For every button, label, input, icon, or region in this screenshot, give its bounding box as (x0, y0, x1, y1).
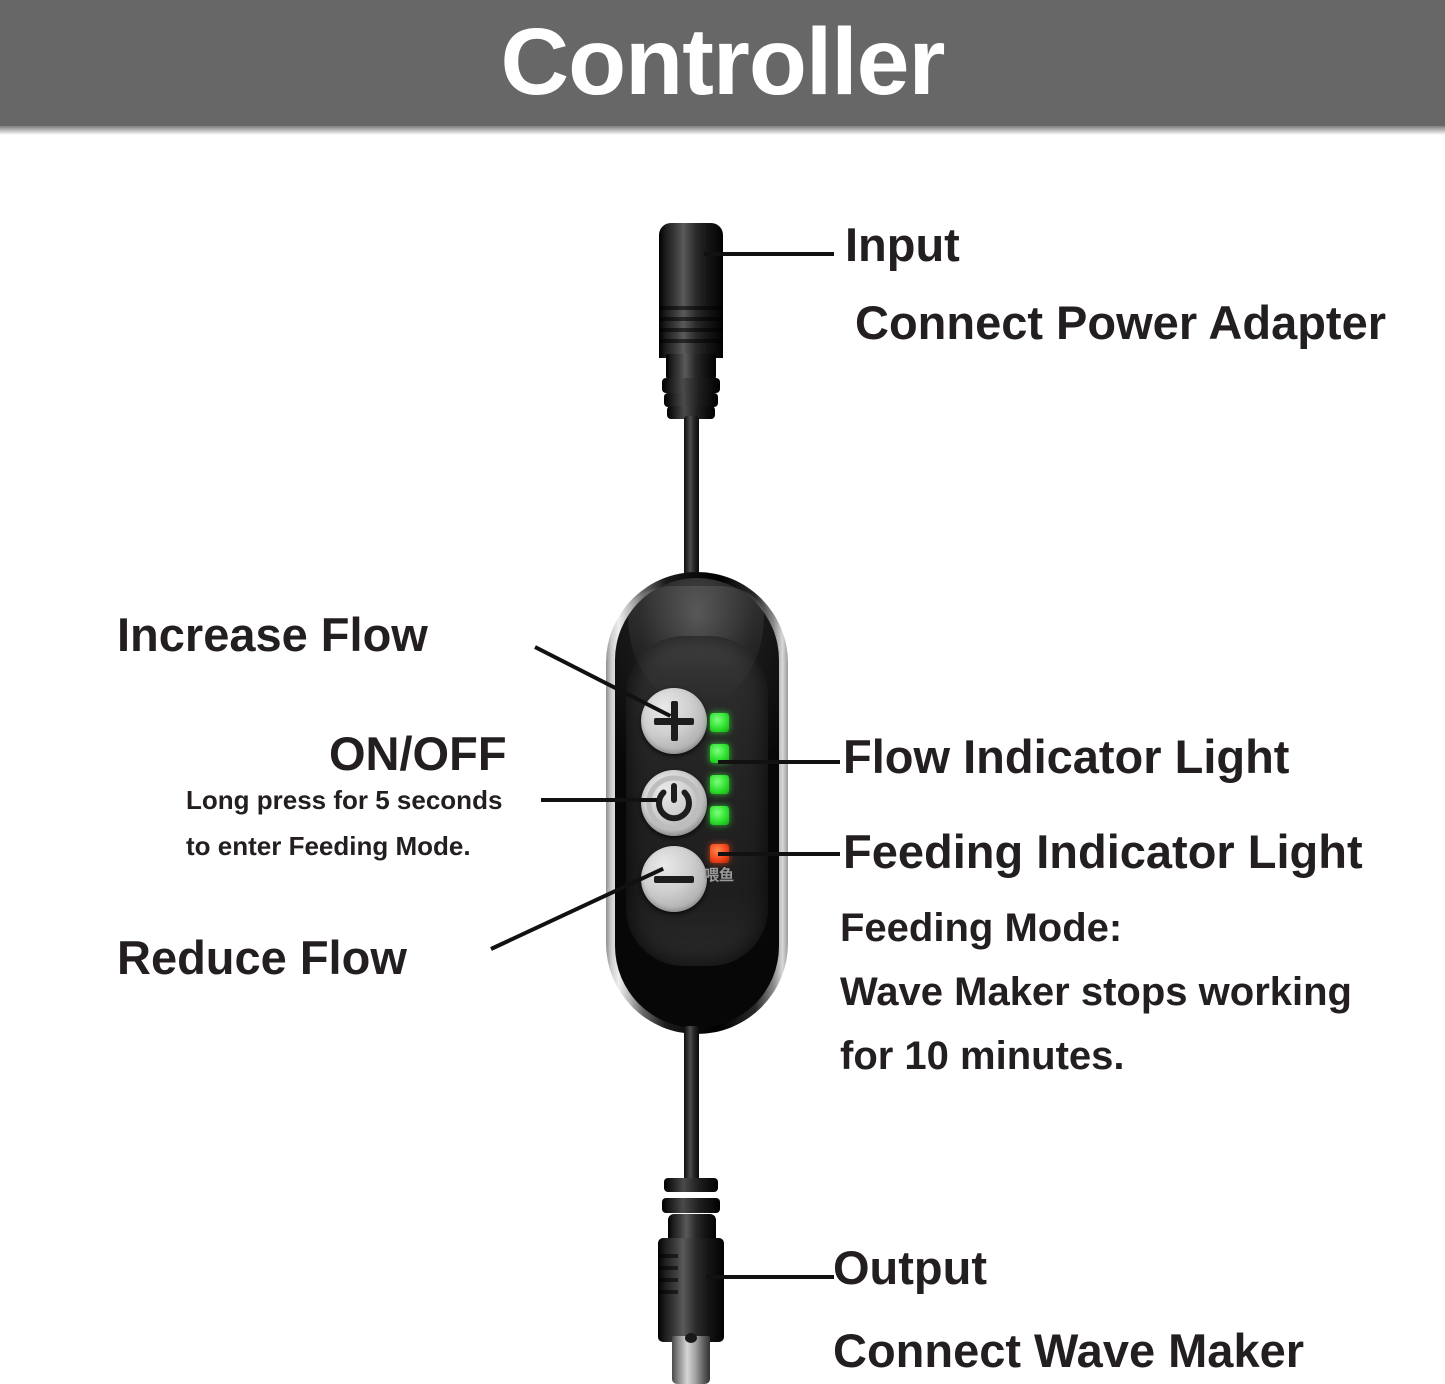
header-banner-shadow (0, 126, 1445, 135)
onoff-note-line-2: to enter Feeding Mode. (186, 831, 471, 861)
input-barrel-taper (666, 354, 716, 382)
feeding-mode-line-2: Wave Maker stops working (840, 970, 1352, 1014)
grip-band (658, 1266, 678, 1270)
page-title: Controller (500, 9, 946, 115)
power-icon (646, 775, 702, 831)
feeding-indicator-leader-line (718, 852, 840, 856)
power-button[interactable] (641, 770, 707, 836)
flow-led (710, 744, 729, 763)
input-label: Input (845, 218, 960, 271)
input-strain-relief-ring (664, 393, 718, 407)
feeding-mode-line-3: for 10 minutes. (840, 1034, 1125, 1078)
output-strain-relief-ring (664, 1178, 718, 1192)
grip-band (659, 306, 723, 310)
flow-led (710, 775, 729, 794)
grip-band (658, 1254, 678, 1258)
input-barrel-upper (659, 223, 723, 305)
reduce-flow-label: Reduce Flow (117, 931, 407, 984)
feeding-led-chinese-mark: 喂鱼 (704, 866, 735, 884)
upper-cable (684, 416, 699, 588)
onoff-leader-line (541, 798, 657, 802)
minus-icon (654, 876, 694, 883)
grip-band (659, 328, 723, 332)
onoff-note-line-1: Long press for 5 seconds (186, 785, 503, 815)
feeding-mode-line-1: Feeding Mode: (840, 906, 1123, 950)
output-metal-pin (672, 1333, 710, 1384)
increase-flow-label: Increase Flow (117, 608, 428, 661)
header-banner (0, 0, 1445, 126)
grip-band (659, 317, 723, 321)
grip-band (658, 1278, 678, 1282)
output-description: Connect Wave Maker (833, 1324, 1305, 1377)
input-leader-line (704, 252, 834, 256)
flow-indicator-leader-line (718, 760, 840, 764)
flow-led (710, 806, 729, 825)
input-strain-relief-ring (667, 406, 715, 419)
lower-cable (684, 1026, 699, 1182)
plus-icon (654, 718, 694, 725)
increase-flow-button[interactable] (641, 688, 707, 754)
flow-led (710, 713, 729, 732)
reduce-flow-button[interactable] (641, 846, 707, 912)
input-barrel-grip (659, 300, 723, 358)
grip-band (658, 1290, 678, 1294)
input-strain-relief-ring (662, 378, 720, 393)
output-barrel (658, 1238, 724, 1342)
input-description: Connect Power Adapter (855, 296, 1386, 349)
output-leader-line (706, 1275, 834, 1279)
grip-band (659, 339, 723, 343)
output-strain-relief-ring (662, 1198, 720, 1213)
flow-indicator-label: Flow Indicator Light (843, 730, 1290, 783)
output-barrel-taper (668, 1214, 716, 1242)
pin-hole (685, 1333, 697, 1343)
onoff-label: ON/OFF (329, 727, 507, 780)
output-label: Output (833, 1241, 987, 1294)
feeding-indicator-label: Feeding Indicator Light (843, 825, 1363, 878)
